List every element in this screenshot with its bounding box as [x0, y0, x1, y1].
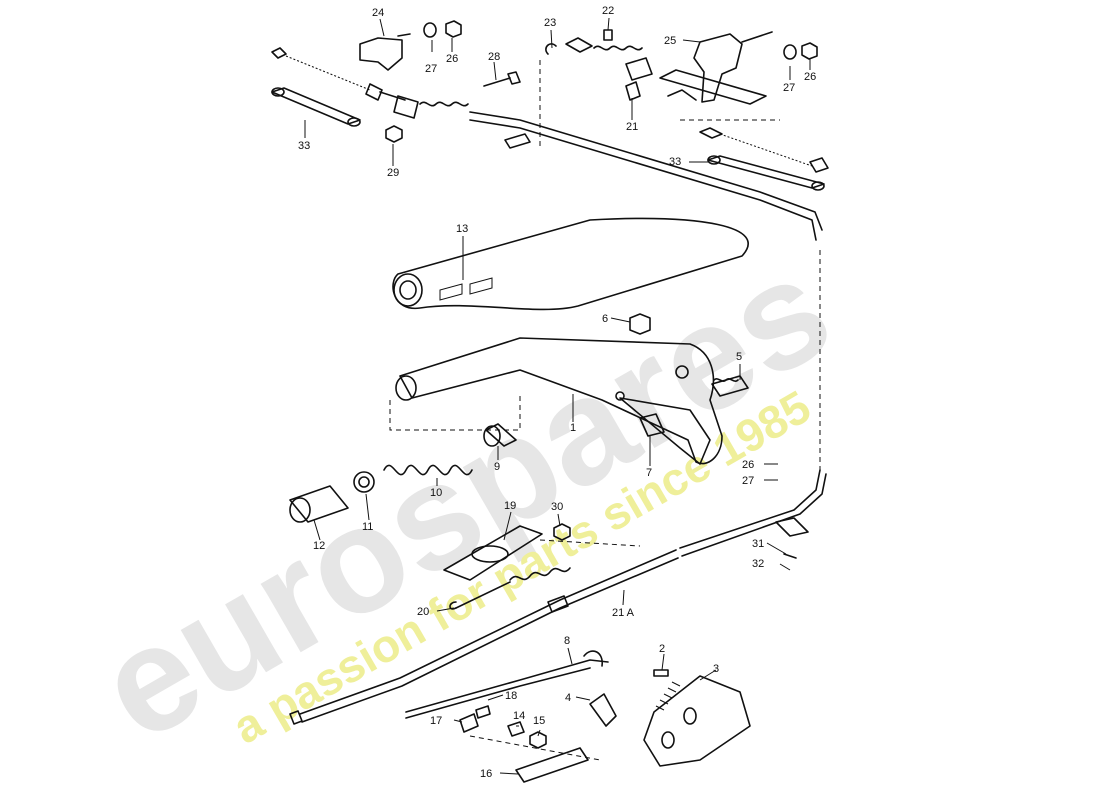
callout-33-left: 33	[298, 140, 310, 152]
callout-21a: 21 A	[612, 607, 635, 619]
callout-3: 3	[713, 663, 719, 675]
callout-7: 7	[646, 467, 652, 479]
callout-11: 11	[362, 521, 373, 533]
leader-lines	[304, 17, 811, 775]
callout-26-top: 26	[446, 53, 458, 65]
equalizer-assembly	[405, 650, 751, 783]
callout-26-mid: 26	[742, 459, 754, 471]
callout-23: 23	[544, 17, 556, 29]
upper-cable-assembly	[271, 20, 829, 470]
callout-8: 8	[564, 635, 570, 647]
callout-18: 18	[505, 690, 517, 702]
callout-27-mid: 27	[742, 475, 754, 487]
callout-16: 16	[480, 768, 492, 780]
callout-24: 24	[372, 7, 384, 19]
callout-21: 21	[626, 121, 638, 133]
lower-cable	[289, 469, 827, 725]
lever	[389, 313, 749, 465]
callout-22: 22	[602, 5, 614, 17]
callout-6: 6	[602, 313, 608, 325]
callout-32: 32	[752, 558, 764, 570]
callout-1: 1	[570, 422, 576, 434]
callout-27-top: 27	[425, 63, 437, 75]
callout-31: 31	[752, 538, 764, 550]
callout-5: 5	[736, 351, 742, 363]
callout-13: 13	[456, 223, 468, 235]
callout-2: 2	[659, 643, 665, 655]
callout-30: 30	[551, 501, 563, 513]
callout-26-right: 26	[804, 71, 816, 83]
callout-29: 29	[387, 167, 399, 179]
callout-33-right: 33	[669, 156, 681, 168]
callout-14: 14	[513, 710, 525, 722]
callout-20: 20	[417, 606, 429, 618]
callout-15: 15	[533, 715, 545, 727]
callout-9: 9	[494, 461, 500, 473]
callout-28: 28	[488, 51, 500, 63]
callout-27-right: 27	[783, 82, 795, 94]
handle-cover	[392, 217, 749, 311]
spring-group	[289, 423, 517, 523]
callout-25: 25	[664, 35, 676, 47]
callout-4: 4	[565, 692, 571, 704]
callout-10: 10	[430, 487, 442, 499]
callout-17: 17	[430, 715, 442, 727]
pawl-assembly	[443, 523, 641, 610]
callout-labels: 1 2 3 4 5 6 7 8 9 10 11 12 13 14 15 16 1…	[298, 5, 816, 780]
callout-12: 12	[313, 540, 325, 552]
callout-19: 19	[504, 500, 516, 512]
